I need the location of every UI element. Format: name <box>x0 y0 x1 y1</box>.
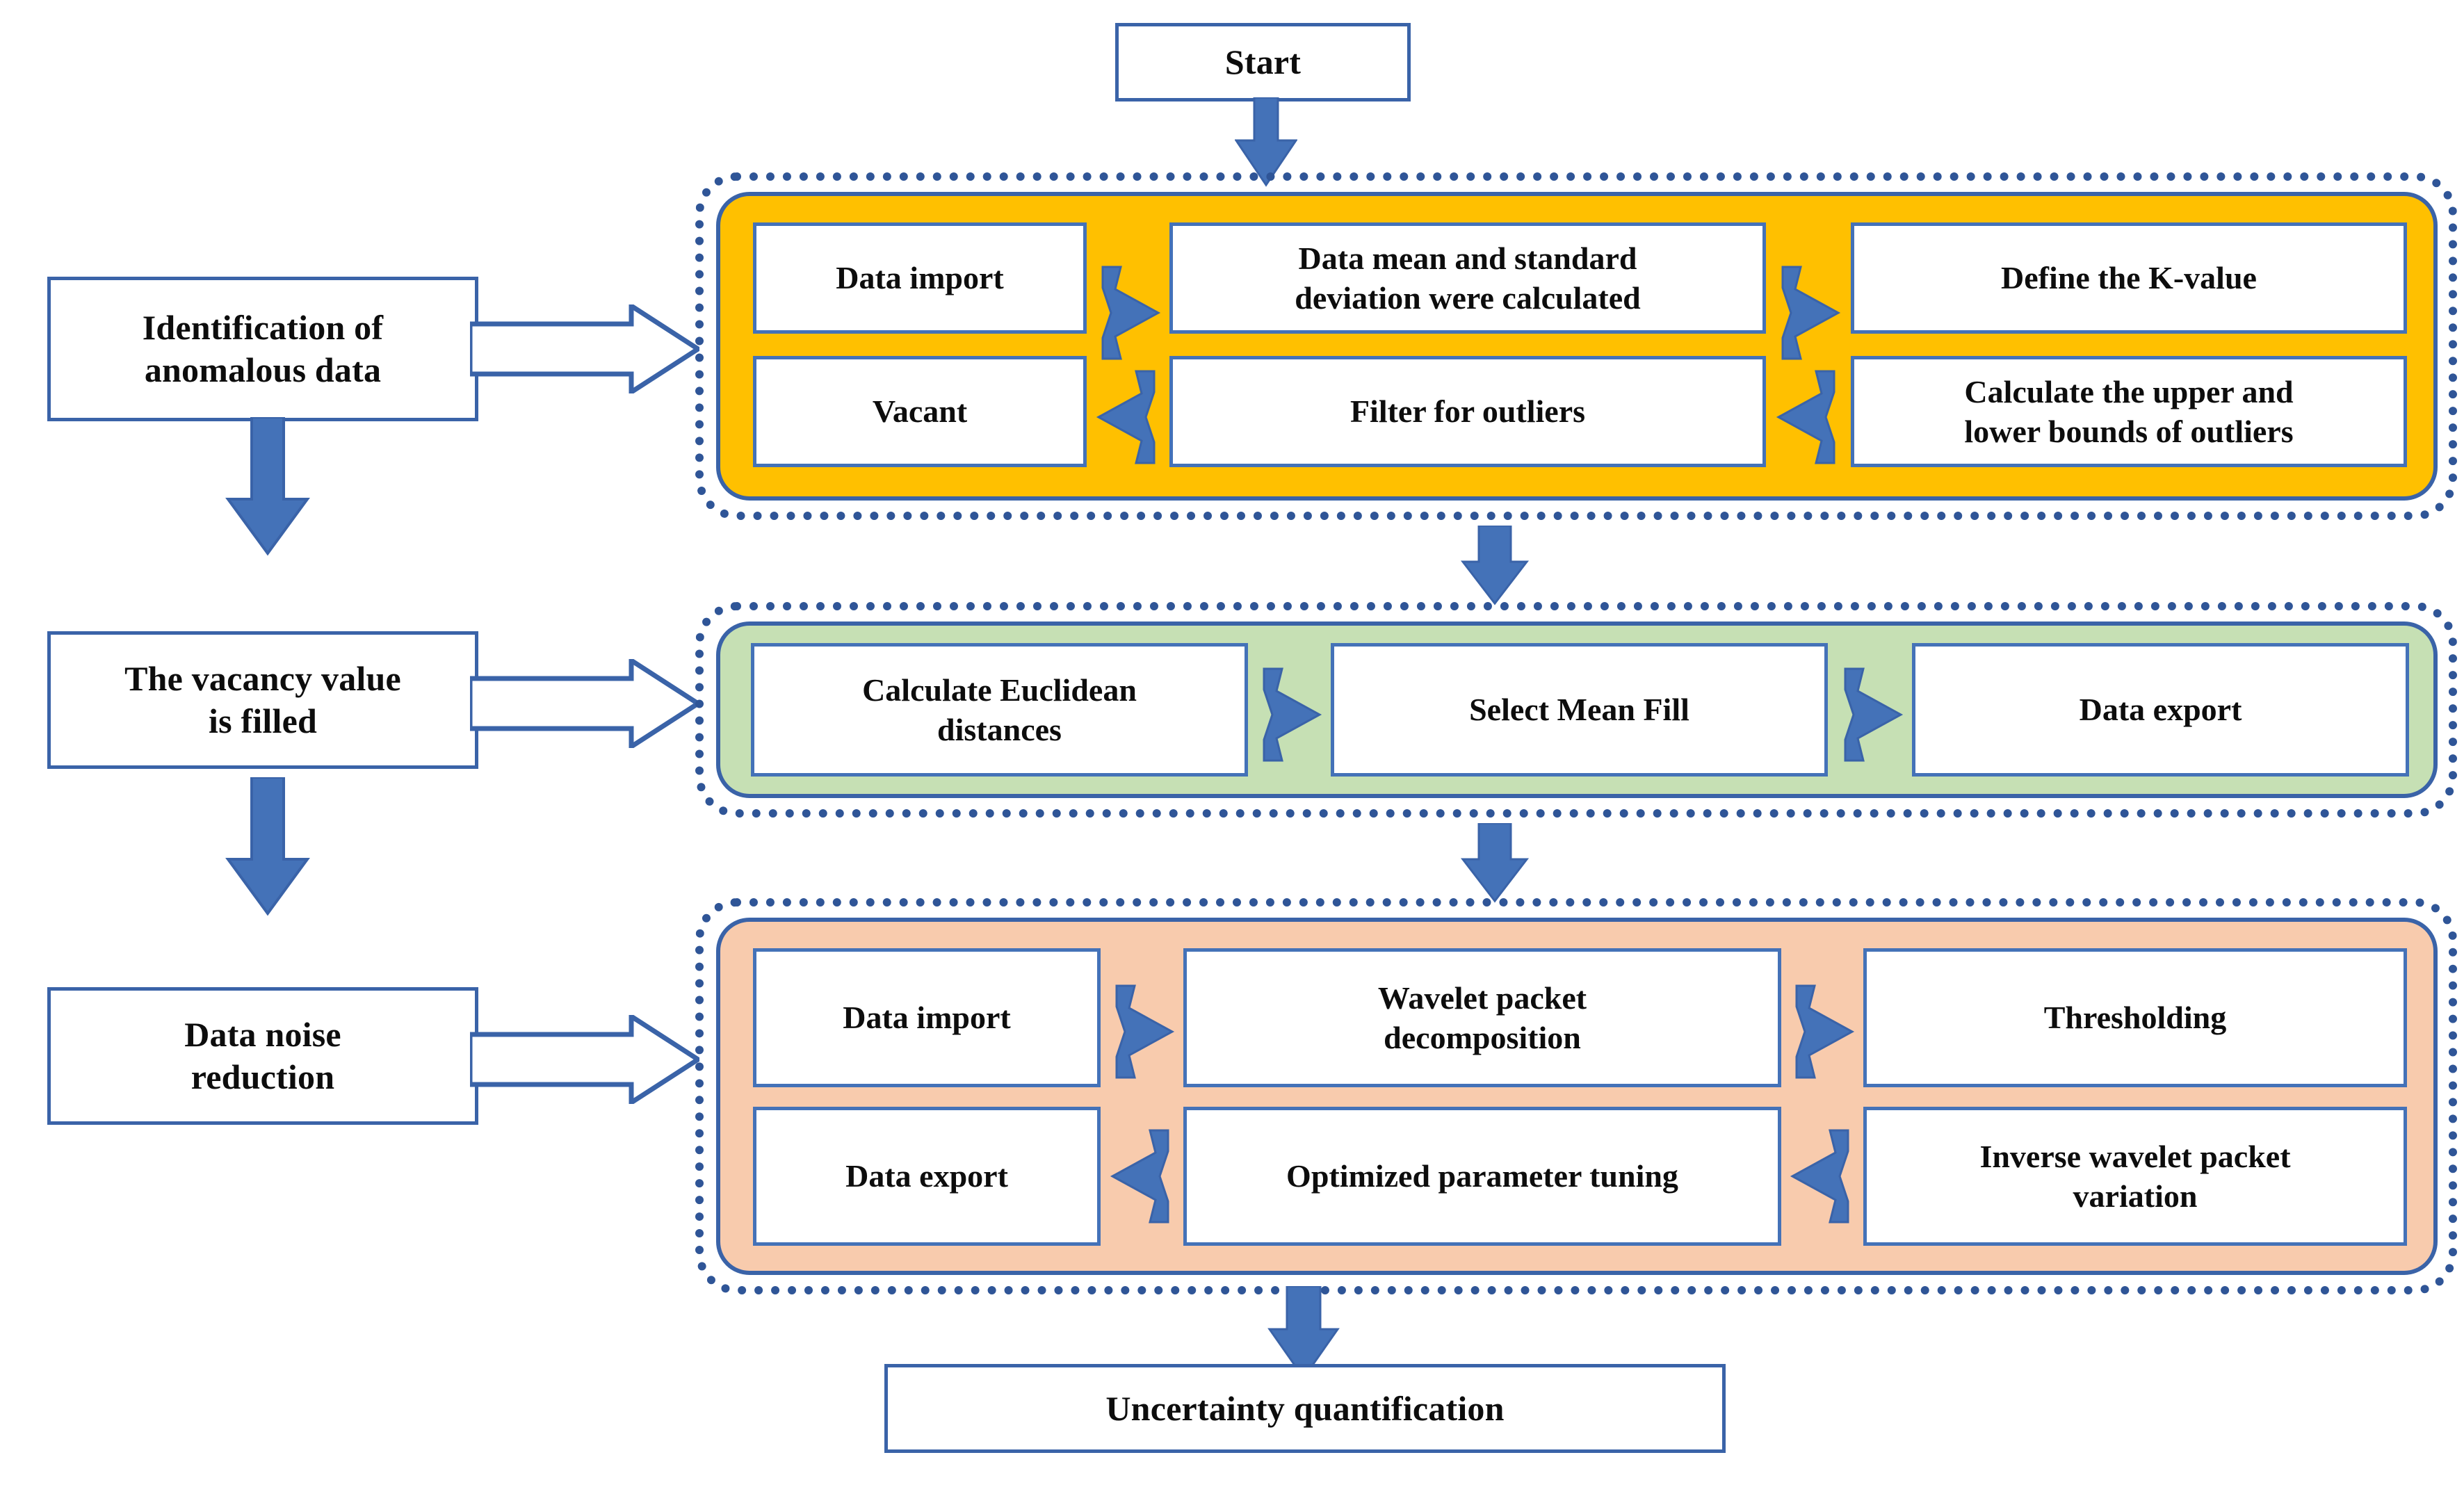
chevron-right-icon <box>1251 659 1328 770</box>
cell-label-line2: distances <box>937 712 1062 747</box>
vacancy-cell-euclidean: Calculate Euclidean distances <box>751 643 1248 777</box>
cell-label-line2: decomposition <box>1384 1020 1581 1055</box>
block-arrow-denoise-to-group <box>470 1015 699 1104</box>
connector-vacancy-label-to-denoise-label <box>222 777 313 916</box>
stage-label-anomaly: Identification of anomalous data <box>47 277 478 421</box>
cell-label-line1: Calculate Euclidean <box>862 672 1137 708</box>
chevron-left-icon <box>1090 361 1167 473</box>
denoise-cell-wavelet-decomposition: Wavelet packet decomposition <box>1183 948 1781 1087</box>
cell-label-line1: Calculate the upper and <box>1964 373 2294 409</box>
vacancy-group-ring <box>695 602 2457 818</box>
anomaly-cell-data-import: Data import <box>753 222 1087 334</box>
connector-denoise-to-end <box>1265 1286 1342 1381</box>
cell-label-line2: deviation were calculated <box>1295 280 1641 316</box>
block-arrow-vacancy-to-group <box>470 659 699 748</box>
denoise-cell-parameter-tuning: Optimized parameter tuning <box>1183 1107 1781 1246</box>
connector-anomaly-to-vacancy <box>1460 526 1530 606</box>
anomaly-cell-bounds: Calculate the upper and lower bounds of … <box>1851 356 2407 467</box>
anomaly-group-ring <box>695 172 2457 520</box>
chevron-right-icon <box>1090 257 1167 368</box>
stage-label-anomaly-line2: anomalous data <box>144 350 382 389</box>
vacancy-cell-mean-fill: Select Mean Fill <box>1331 643 1828 777</box>
cell-label-line1: Data mean and standard <box>1298 240 1637 276</box>
cell-label: Optimized parameter tuning <box>1286 1158 1678 1194</box>
cell-label: Filter for outliers <box>1349 393 1586 430</box>
stage-label-vacancy-line1: The vacancy value <box>124 659 401 698</box>
chevron-left-icon <box>1104 1121 1181 1232</box>
cell-label-line2: variation <box>2073 1178 2198 1214</box>
stage-label-anomaly-line1: Identification of <box>142 308 384 347</box>
end-node-label: Uncertainty quantification <box>1105 1388 1505 1428</box>
connector-anomaly-label-to-vacancy-label <box>222 417 313 556</box>
chevron-left-icon <box>1770 361 1847 473</box>
start-node-label: Start <box>1224 42 1302 81</box>
cell-label: Data export <box>2079 692 2242 728</box>
cell-label-line2: lower bounds of outliers <box>1964 414 2294 449</box>
chevron-right-icon <box>1770 257 1847 368</box>
stage-label-denoise-line1: Data noise <box>184 1015 341 1054</box>
block-arrow-anomaly-to-group <box>470 304 699 393</box>
vacancy-cell-data-export: Data export <box>1912 643 2409 777</box>
denoise-group-ring <box>695 898 2457 1294</box>
cell-label: Define the K-value <box>2001 260 2257 296</box>
cell-label-line1: Inverse wavelet packet <box>1979 1138 2291 1174</box>
anomaly-cell-mean-std: Data mean and standard deviation were ca… <box>1169 222 1766 334</box>
chevron-right-icon <box>1784 976 1861 1087</box>
cell-label: Data import <box>836 260 1004 296</box>
cell-label-line1: Wavelet packet <box>1377 980 1587 1016</box>
anomaly-cell-define-k: Define the K-value <box>1851 222 2407 334</box>
cell-label: Select Mean Fill <box>1469 692 1689 728</box>
denoise-cell-data-import: Data import <box>753 948 1101 1087</box>
chevron-right-icon <box>1104 976 1181 1087</box>
connector-vacancy-to-denoise <box>1460 823 1530 904</box>
cell-label: Vacant <box>872 393 968 430</box>
stage-label-denoise: Data noise reduction <box>47 987 478 1125</box>
chevron-right-icon <box>1833 659 1909 770</box>
stage-label-vacancy: The vacancy value is filled <box>47 631 478 769</box>
stage-label-vacancy-line2: is filled <box>209 701 317 740</box>
connector-start-to-anomaly <box>1235 97 1297 188</box>
anomaly-cell-vacant: Vacant <box>753 356 1087 467</box>
denoise-cell-data-export: Data export <box>753 1107 1101 1246</box>
chevron-left-icon <box>1784 1121 1861 1232</box>
stage-label-denoise-line2: reduction <box>191 1057 335 1096</box>
cell-label: Data import <box>843 1000 1011 1036</box>
cell-label: Thresholding <box>2043 1000 2227 1036</box>
denoise-cell-inverse-wavelet: Inverse wavelet packet variation <box>1863 1107 2407 1246</box>
cell-label: Data export <box>845 1158 1008 1194</box>
anomaly-cell-filter-outliers: Filter for outliers <box>1169 356 1766 467</box>
end-node: Uncertainty quantification <box>884 1364 1726 1453</box>
denoise-cell-thresholding: Thresholding <box>1863 948 2407 1087</box>
start-node: Start <box>1115 23 1411 101</box>
